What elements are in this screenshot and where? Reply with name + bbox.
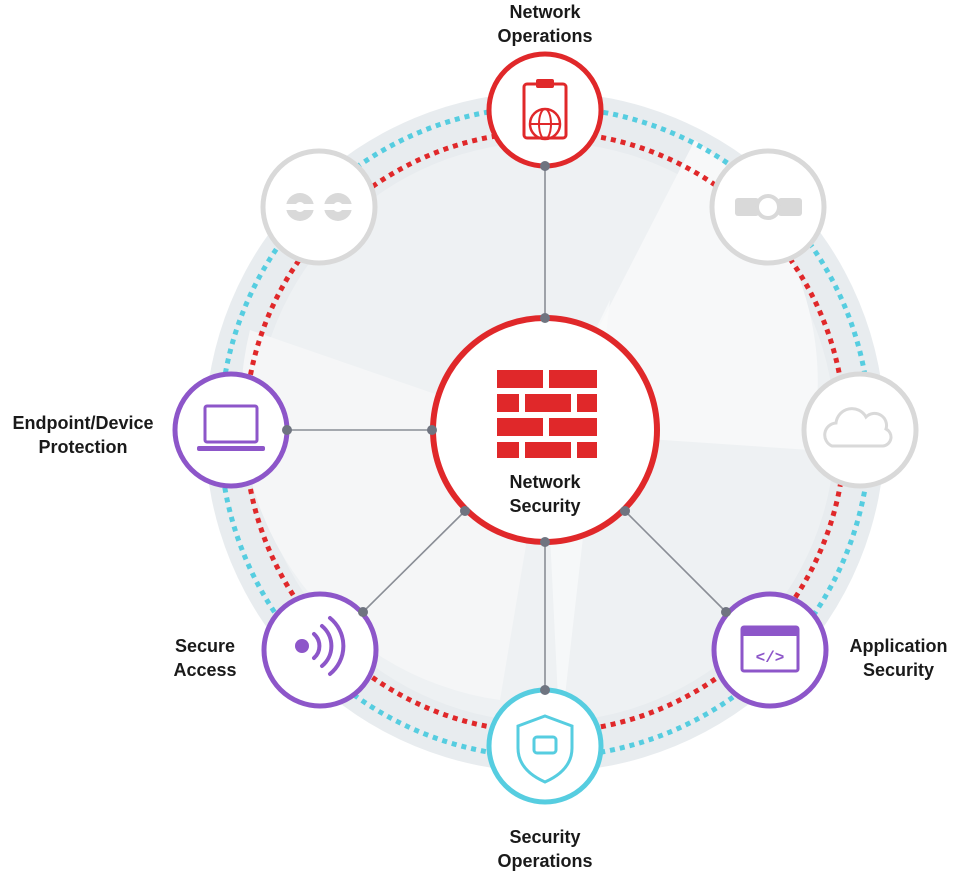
network-operations-node[interactable]: [486, 51, 604, 169]
connector-dot: [540, 685, 550, 695]
network-operations-label-line2: Operations: [497, 26, 593, 46]
plug-gear-icon: [735, 194, 802, 220]
application-security-label-line2: Security: [862, 660, 935, 680]
connector-dot: [540, 313, 550, 323]
security-operations-label-line2: Operations: [497, 851, 593, 871]
secure-access-label-line1: Secure: [174, 636, 236, 656]
application-security-label-line1: Application: [849, 636, 948, 656]
cloud-node[interactable]: [801, 371, 919, 489]
endpoint-label: Endpoint/Device Protection: [0, 411, 166, 459]
secure-access-node[interactable]: [261, 591, 379, 709]
connectors: [287, 166, 727, 690]
wireless-signal-icon: [295, 616, 346, 676]
shield-chip-icon: [516, 714, 574, 784]
connector-dot: [282, 425, 292, 435]
network-security-label-line2: Security: [509, 496, 581, 516]
code-window-icon: </>: [740, 625, 800, 673]
connector-dot: [540, 537, 550, 547]
connector-dot: [721, 607, 731, 617]
gears-node[interactable]: [260, 148, 378, 266]
connector-dot: [358, 607, 368, 617]
connector-dots: [282, 161, 731, 695]
endpoint-label-line2: Protection: [38, 437, 128, 457]
security-operations-node[interactable]: [486, 687, 604, 805]
connector-dot: [540, 161, 550, 171]
network-operations-label-line1: Network: [509, 2, 581, 22]
clipboard-globe-icon: [522, 79, 568, 141]
application-security-label: Application Security: [838, 634, 959, 682]
connector-dot: [460, 506, 470, 516]
endpoint-node[interactable]: [172, 371, 290, 489]
endpoint-label-line1: Endpoint/Device: [12, 413, 154, 433]
svg-text:</>: </>: [756, 649, 785, 667]
firewall-brick-icon: [497, 370, 597, 458]
security-operations-label: Security Operations: [465, 825, 625, 873]
network-operations-label: Network Operations: [465, 0, 625, 48]
connector-line: [362, 510, 466, 613]
network-security-label-line1: Network: [509, 472, 581, 492]
connector-line: [624, 510, 727, 613]
secure-access-label-line2: Access: [173, 660, 237, 680]
application-security-node[interactable]: </>: [711, 591, 829, 709]
gears-icon: [286, 193, 352, 221]
secure-access-label: Secure Access: [155, 634, 255, 682]
network-security-label: Network Security: [465, 470, 625, 518]
connector-dot: [620, 506, 630, 516]
connector-dot: [427, 425, 437, 435]
cloud-icon: [823, 407, 893, 448]
laptop-icon: [197, 404, 265, 451]
plug-node[interactable]: [709, 148, 827, 266]
security-operations-label-line1: Security: [509, 827, 581, 847]
